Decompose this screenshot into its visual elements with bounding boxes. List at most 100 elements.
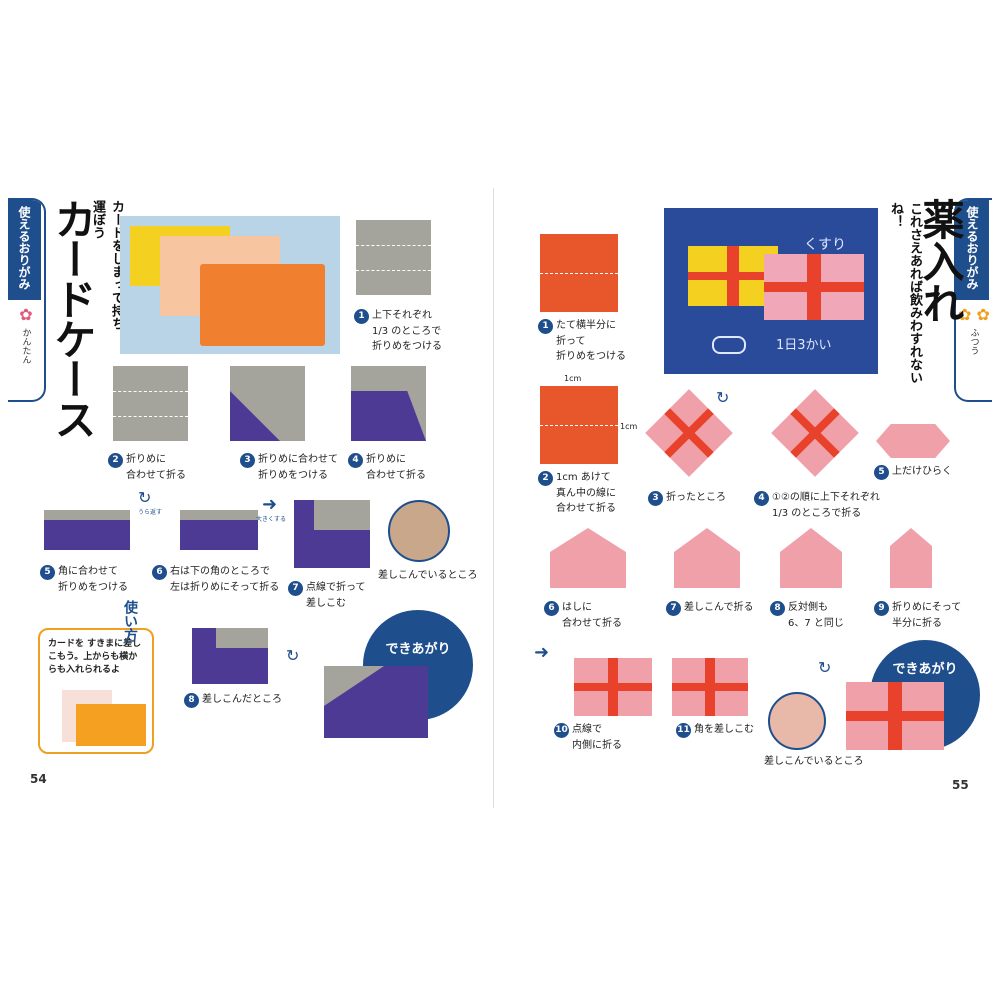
step-4-diagram xyxy=(351,366,426,441)
done-label: できあがり xyxy=(892,662,958,677)
step-number: 2 xyxy=(108,453,123,468)
step-number: 8 xyxy=(770,601,785,616)
step-6-diagram xyxy=(550,528,626,588)
page-number: 54 xyxy=(30,772,47,786)
step-text: 折りめをつける xyxy=(58,582,128,593)
step-7-diagram xyxy=(674,528,740,588)
hero-photo xyxy=(120,216,340,354)
step-number: 3 xyxy=(240,453,255,468)
step-5-diagram xyxy=(876,424,950,458)
step-text: 合わせて折る xyxy=(366,470,426,481)
turn-over-icon: ↻ xyxy=(716,388,730,407)
step-text: 折って xyxy=(556,336,586,347)
step-text: 折ったところ xyxy=(666,492,726,503)
difficulty-label: かんたん xyxy=(20,328,31,364)
step-text: 1/3 のところで xyxy=(372,326,442,337)
zoom-arrow-icon: ➜ xyxy=(534,642,550,663)
step-10-diagram xyxy=(574,658,652,716)
step-number: 8 xyxy=(184,693,199,708)
step-text: 真ん中の線に xyxy=(556,488,616,499)
step-text: 上下それぞれ xyxy=(372,310,432,321)
step-text: 反対側も xyxy=(788,602,828,613)
step-5-diagram xyxy=(44,510,130,550)
step-3-diagram xyxy=(230,366,305,441)
step-7-diagram xyxy=(294,500,370,568)
step-8-diagram xyxy=(192,628,268,684)
step-number: 4 xyxy=(754,491,769,506)
step-number: 5 xyxy=(40,565,55,580)
step-1-diagram xyxy=(540,234,618,312)
pill-illustration xyxy=(712,336,746,354)
finished-medicine-case xyxy=(846,682,944,750)
step-text: はしに xyxy=(562,602,592,613)
step-text: 折りめにそって xyxy=(892,602,962,613)
step-11-diagram xyxy=(672,658,748,716)
step-6-diagram xyxy=(180,510,258,550)
turn-over-icon: ↻ xyxy=(286,646,300,665)
step-text: 合わせて折る xyxy=(562,618,622,629)
difficulty-label: ふつう xyxy=(968,328,979,355)
measure-top: 1cm xyxy=(564,374,582,383)
left-category-tab: 使えるおりがみ ✿ かんたん xyxy=(8,198,46,402)
step-number: 9 xyxy=(874,601,889,616)
turn-label: うら返す xyxy=(138,509,163,516)
flower-icon: ✿ ✿ xyxy=(958,305,990,324)
step-number: 2 xyxy=(538,471,553,486)
step-text: 合わせて折る xyxy=(126,470,186,481)
step-text: 折りめをつける xyxy=(372,341,442,352)
usage-box: カードを すきまに差しこもう。上からも横からも入れられるよ xyxy=(38,628,154,754)
step-text: たて横半分に xyxy=(556,320,616,331)
step-text: 点線で xyxy=(572,724,602,735)
usage-text: カードを すきまに差しこもう。上からも横からも入れられるよ xyxy=(48,639,142,675)
hero-photo: くすり 1日3かい xyxy=(664,208,878,374)
inserting-photo xyxy=(768,692,826,750)
step-4-diagram xyxy=(771,389,859,477)
tab-label: 使えるおりがみ xyxy=(8,200,41,300)
step-number: 6 xyxy=(152,565,167,580)
turn-over-icon: ↻うら返す xyxy=(138,488,163,516)
step-1-diagram xyxy=(356,220,431,295)
step-number: 5 xyxy=(874,465,889,480)
step-number: 10 xyxy=(554,723,569,738)
step-2-diagram xyxy=(113,366,188,441)
flower-icon: ✿ xyxy=(19,305,33,324)
step-text: 6、7 と同じ xyxy=(788,618,844,629)
page-title: 薬入れ xyxy=(916,198,965,324)
step-text: 折りめをつける xyxy=(258,470,328,481)
inserting-caption: 差しこんでいるところ xyxy=(764,756,864,767)
step-text: 内側に折る xyxy=(572,740,622,751)
finished-card-case xyxy=(324,666,428,738)
step-2-diagram xyxy=(540,386,618,464)
step-number: 7 xyxy=(288,581,303,596)
zoom-label: 大きくする xyxy=(256,516,287,523)
yellow-medicine-case xyxy=(688,246,778,306)
done-label: できあがり xyxy=(385,642,451,657)
step-text: 点線で折って xyxy=(306,582,366,593)
step-8-diagram xyxy=(780,528,842,588)
step-text: 左は折りめにそって折る xyxy=(170,582,280,593)
step-text: 折りめをつける xyxy=(556,351,626,362)
inserting-caption: 差しこんでいるところ xyxy=(378,570,478,581)
step-number: 7 xyxy=(666,601,681,616)
step-text: 差しこんだところ xyxy=(202,694,282,705)
page-title: カードケース xyxy=(48,198,97,438)
inserting-photo xyxy=(388,500,450,562)
page-subtitle: これさえあれば飲みわすれないね！ xyxy=(888,202,922,384)
step-text: 角に合わせて xyxy=(58,566,118,577)
right-category-tab: 使えるおりがみ ✿ ✿ ふつう xyxy=(954,198,992,402)
zoom-arrow-icon: ➜ xyxy=(262,494,278,515)
